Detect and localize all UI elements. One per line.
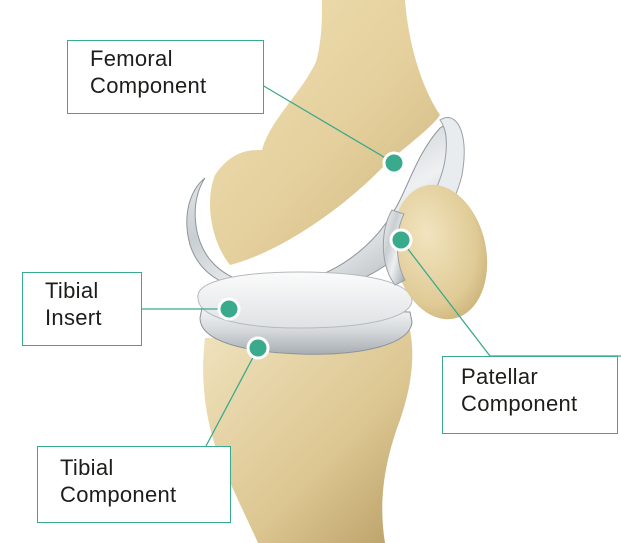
femoral-marker bbox=[384, 153, 404, 173]
tibia-bone bbox=[203, 330, 412, 543]
femoral-label-line-1: Femoral bbox=[90, 45, 253, 72]
patellar-component-label: Patellar Component bbox=[442, 356, 618, 434]
patellar-marker bbox=[391, 230, 411, 250]
femoral-component-label: Femoral Component bbox=[67, 40, 264, 114]
patellar-label-line-2: Component bbox=[461, 390, 607, 417]
tibial-component-label-line-1: Tibial bbox=[60, 454, 220, 481]
tibial-insert-label-line-2: Insert bbox=[45, 304, 131, 331]
patellar-label-line-1: Patellar bbox=[461, 363, 607, 390]
tibial-component-label: Tibial Component bbox=[37, 446, 231, 523]
tibial-insert-label: Tibial Insert bbox=[22, 272, 142, 346]
tibial-insert-label-line-1: Tibial bbox=[45, 277, 131, 304]
tibial-component-marker bbox=[248, 338, 268, 358]
tibial-insert-marker bbox=[219, 299, 239, 319]
tibial-component-label-line-2: Component bbox=[60, 481, 220, 508]
femoral-label-line-2: Component bbox=[90, 72, 253, 99]
